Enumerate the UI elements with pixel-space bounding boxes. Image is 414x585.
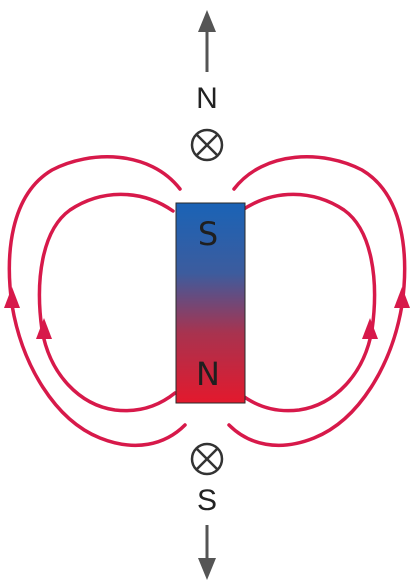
field-line-right-inner <box>237 192 377 413</box>
arrow-up-icon <box>4 287 20 308</box>
circle-cross-icon <box>190 442 224 476</box>
arrow-up-icon <box>362 318 378 339</box>
bottom-pole-label: S <box>197 484 217 517</box>
arrow-down-icon <box>198 525 216 580</box>
arrow-up-icon <box>394 287 410 308</box>
bar-magnet: S N <box>175 202 246 404</box>
arrow-up-icon <box>198 10 216 72</box>
top-pole-label: N <box>196 82 218 115</box>
field-line-left-inner <box>37 192 177 413</box>
arrow-up-icon <box>36 318 52 339</box>
circle-cross-icon <box>190 128 224 162</box>
magnet-bottom-label: N <box>196 355 220 393</box>
field-arrowheads <box>4 287 410 339</box>
magnet-top-label: S <box>198 215 218 253</box>
